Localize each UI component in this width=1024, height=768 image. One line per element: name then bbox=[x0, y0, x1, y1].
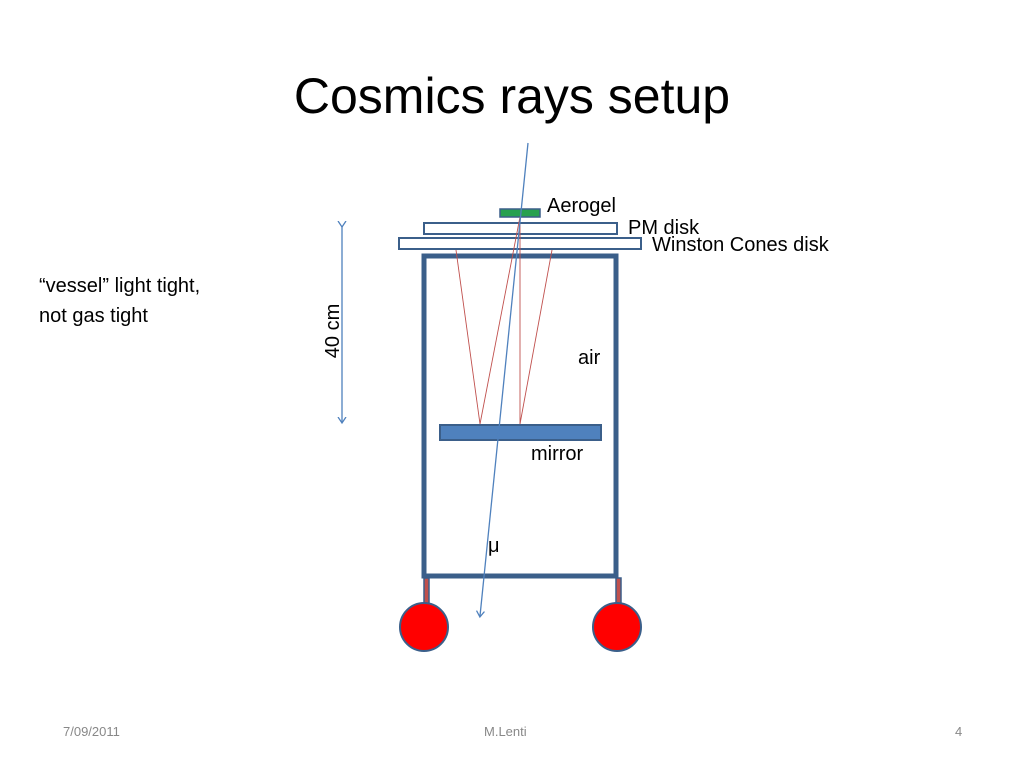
wheel-left bbox=[399, 602, 449, 652]
air-label: air bbox=[578, 347, 601, 369]
mirror-label: mirror bbox=[531, 443, 584, 465]
light-ray bbox=[519, 249, 553, 425]
light-rays bbox=[455, 216, 553, 425]
vessel-note-line2: not gas tight bbox=[39, 305, 148, 327]
muon-track bbox=[480, 142, 529, 616]
leg-left bbox=[423, 577, 430, 605]
wheel-right bbox=[592, 602, 642, 652]
winston-cones-label: Winston Cones disk bbox=[652, 234, 830, 256]
leg-right bbox=[615, 577, 622, 605]
aerogel-label: Aerogel bbox=[547, 195, 616, 217]
pm-disk bbox=[423, 222, 618, 235]
vessel-note: “vessel” light tight, not gas tight bbox=[39, 271, 200, 331]
slide-title: Cosmics rays setup bbox=[293, 68, 731, 124]
mirror bbox=[439, 424, 602, 441]
footer-date: 7/09/2011 bbox=[63, 724, 120, 739]
footer-author: M.Lenti bbox=[484, 724, 527, 739]
dimension-label: 40 cm bbox=[322, 304, 344, 358]
light-ray bbox=[479, 216, 521, 425]
pm-disk-label: PM disk bbox=[628, 217, 700, 239]
light-ray bbox=[455, 249, 481, 425]
vessel-note-line1: “vessel” light tight, bbox=[39, 275, 201, 297]
footer-page: 4 bbox=[955, 724, 963, 739]
muon-label: μ bbox=[488, 535, 500, 557]
